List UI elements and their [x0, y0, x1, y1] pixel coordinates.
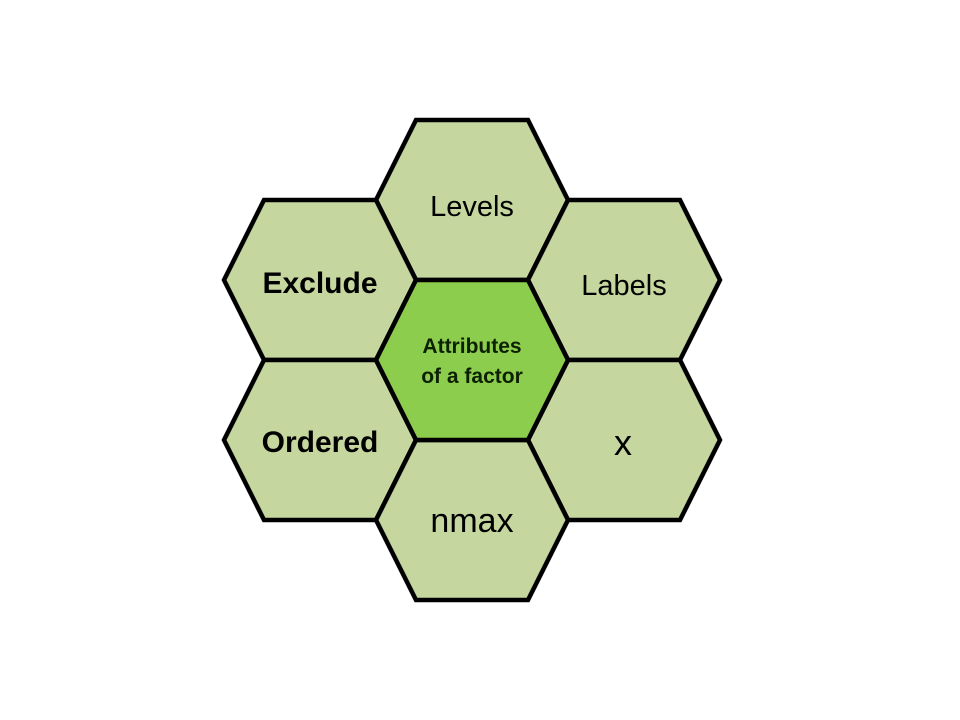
hexagon-x-label: x	[614, 422, 632, 463]
center-label-line1: Attributes	[422, 335, 521, 358]
hexagon-ordered-label: Ordered	[262, 426, 379, 459]
center-label-line2: of a factor	[421, 365, 523, 388]
hexagon-labels-label: Labels	[581, 270, 666, 302]
hexagon-center-shape	[373, 277, 571, 443]
hexagon-exclude-label: Exclude	[262, 267, 377, 300]
hexagon-center-attributes: Attributes of a factor	[373, 277, 571, 443]
hexagon-nmax-label: nmax	[430, 502, 513, 540]
hexagon-ordered: Ordered	[221, 357, 419, 523]
hexagon-levels-label: Levels	[430, 191, 514, 223]
hexagon-nmax: nmax	[373, 437, 571, 603]
hexagon-labels: Labels	[525, 197, 723, 363]
